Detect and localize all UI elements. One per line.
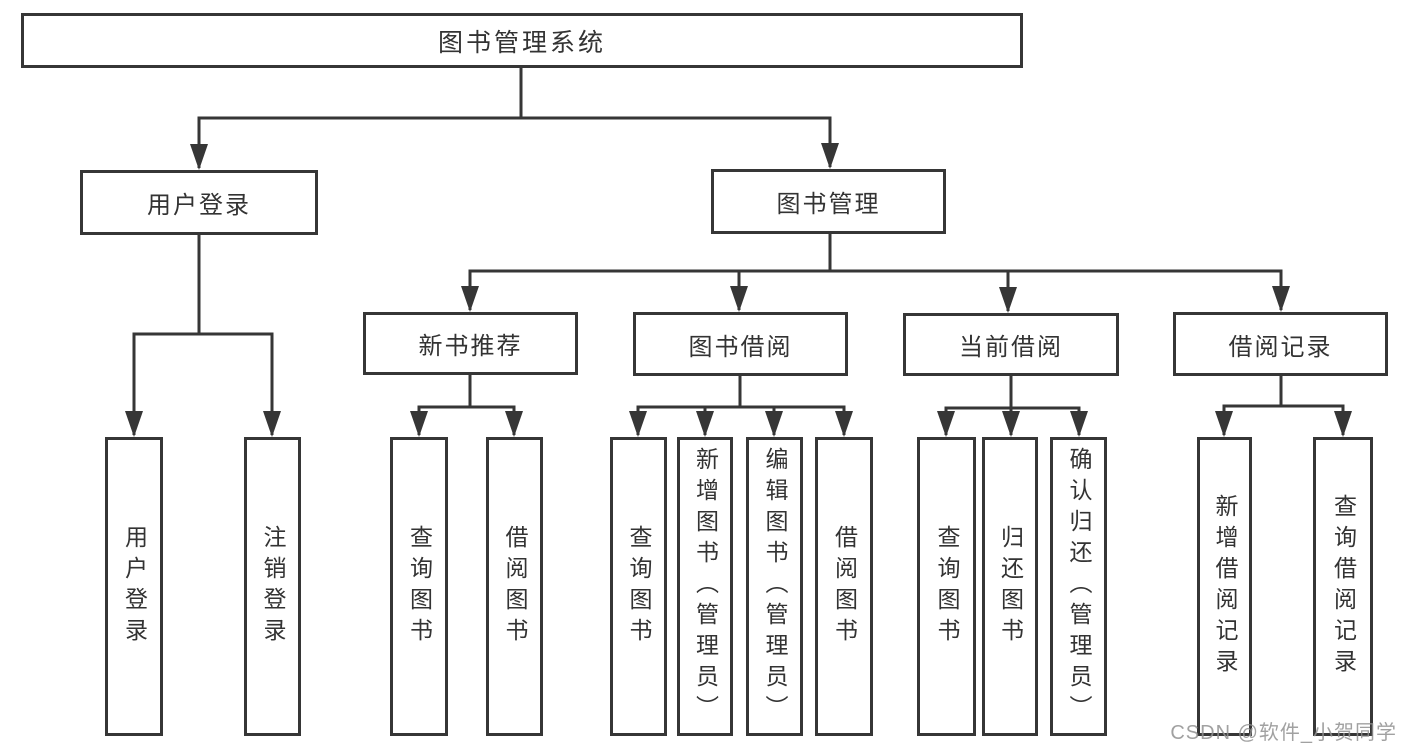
leaf-query-books-1: 查询图书 xyxy=(390,437,448,736)
leaf-label: 新增图书（管理员） xyxy=(692,447,719,726)
leaf-label: 借阅图书 xyxy=(502,524,528,649)
arrow-down-icon xyxy=(629,411,647,437)
leaf-label: 查询借阅记录 xyxy=(1330,493,1357,680)
leaf-label: 用户登录 xyxy=(121,524,148,649)
leaf-query-books-2: 查询图书 xyxy=(610,437,667,736)
leaf-query-borrow-record: 查询借阅记录 xyxy=(1313,437,1373,736)
leaf-label: 注销登录 xyxy=(260,524,286,649)
leaf-edit-books-admin: 编辑图书（管理员） xyxy=(746,437,803,736)
node-label: 图书管理系统 xyxy=(437,28,606,57)
arrow-down-icon xyxy=(461,286,479,312)
arrow-down-icon xyxy=(190,144,208,170)
node-label: 当前借阅 xyxy=(959,334,1063,361)
node-label: 图书借阅 xyxy=(688,333,793,361)
leaf-borrow-books-1: 借阅图书 xyxy=(486,437,543,736)
leaf-query-books-3: 查询图书 xyxy=(917,437,976,736)
arrow-down-icon xyxy=(1215,411,1233,437)
node-user-login: 用户登录 xyxy=(80,170,318,235)
leaf-borrow-books-2: 借阅图书 xyxy=(815,437,873,736)
watermark: CSDN @软件_小贺同学 xyxy=(1170,722,1397,744)
arrow-down-icon xyxy=(505,411,523,437)
arrow-down-icon xyxy=(1002,411,1020,437)
arrowheads xyxy=(125,143,1352,437)
leaf-label: 确认归还（管理员） xyxy=(1066,447,1092,726)
leaf-confirm-return-admin: 确认归还（管理员） xyxy=(1050,437,1107,736)
arrow-down-icon xyxy=(765,411,783,437)
leaf-add-books-admin: 新增图书（管理员） xyxy=(677,437,733,736)
arrow-down-icon xyxy=(1070,411,1088,437)
arrow-down-icon xyxy=(125,411,143,437)
leaf-label: 新增借阅记录 xyxy=(1212,493,1238,680)
leaf-label: 查询图书 xyxy=(934,524,960,649)
node-book-management: 图书管理 xyxy=(711,169,946,234)
arrow-down-icon xyxy=(263,411,281,437)
node-label: 用户登录 xyxy=(147,192,251,219)
arrow-down-icon xyxy=(1272,286,1290,312)
arrow-down-icon xyxy=(1334,411,1352,437)
node-label: 借阅记录 xyxy=(1228,333,1333,361)
leaf-label: 查询图书 xyxy=(406,524,433,649)
leaf-label: 借阅图书 xyxy=(831,524,858,649)
leaf-return-books: 归还图书 xyxy=(982,437,1038,736)
leaf-add-borrow-record: 新增借阅记录 xyxy=(1197,437,1252,736)
arrow-down-icon xyxy=(730,286,748,312)
arrow-down-icon xyxy=(821,143,839,169)
leaf-label: 编辑图书（管理员） xyxy=(762,447,788,726)
node-library-management-system: 图书管理系统 xyxy=(21,13,1023,68)
leaf-user-login: 用户登录 xyxy=(105,437,163,736)
arrow-down-icon xyxy=(999,287,1017,313)
arrow-down-icon xyxy=(937,411,955,437)
node-new-book-recommendation: 新书推荐 xyxy=(363,312,578,375)
tree-connector-path xyxy=(132,67,1345,435)
node-book-borrowing: 图书借阅 xyxy=(633,312,848,376)
node-label: 图书管理 xyxy=(776,191,881,218)
leaf-label: 归还图书 xyxy=(997,524,1024,649)
leaf-label: 查询图书 xyxy=(626,524,652,649)
arrow-down-icon xyxy=(696,411,714,437)
arrow-down-icon xyxy=(410,411,428,437)
node-current-borrowing: 当前借阅 xyxy=(903,313,1119,376)
node-label: 新书推荐 xyxy=(418,333,523,360)
arrow-down-icon xyxy=(835,411,853,437)
node-borrowing-records: 借阅记录 xyxy=(1173,312,1388,376)
leaf-logout: 注销登录 xyxy=(244,437,301,736)
